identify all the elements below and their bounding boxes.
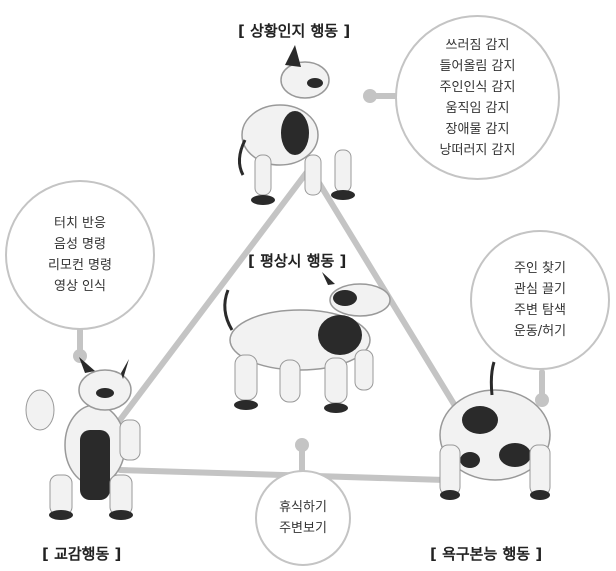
bubble-item: 주변 탐색 xyxy=(514,303,566,318)
triangle-left-edge xyxy=(117,165,313,423)
situation-pin-dot xyxy=(363,89,377,103)
bubble-empathy: 터치 반응 음성 명령 리모컨 명령 영상 인식 xyxy=(5,180,155,330)
robot-dog-sitting-icon xyxy=(238,45,355,205)
bubble-item: 들어올림 감지 xyxy=(439,58,516,74)
bubble-item: 휴식하기 xyxy=(279,500,327,515)
rest-pin-dot xyxy=(295,438,309,452)
bubble-item: 장애물 감지 xyxy=(445,121,510,137)
bubble-item: 음성 명령 xyxy=(54,237,106,252)
bubble-desire: 주인 찾기 관심 끌기 주변 탐색 운동/허기 xyxy=(470,230,610,370)
robot-dog-waving-icon xyxy=(25,357,141,520)
bubble-item: 주인인식 감지 xyxy=(439,79,516,95)
robot-dog-lying-icon xyxy=(439,361,551,500)
bubble-item: 주변보기 xyxy=(279,521,327,536)
bubble-situation: 쓰러짐 감지 들어올림 감지 주인인식 감지 움직임 감지 장애물 감지 낭떠러… xyxy=(395,15,560,180)
bubble-item: 리모컨 명령 xyxy=(48,258,112,273)
bubble-item: 터치 반응 xyxy=(54,216,106,231)
bubble-item: 낭떠러지 감지 xyxy=(439,142,516,158)
title-situation: [ 상황인지 행동 ] xyxy=(238,22,351,40)
title-empathy: [ 교감행동 ] xyxy=(42,545,122,563)
bubble-item: 영상 인식 xyxy=(54,279,106,294)
title-desire: [ 욕구본능 행동 ] xyxy=(430,545,543,563)
bubble-item: 쓰러짐 감지 xyxy=(445,37,510,53)
desire-pin-dot xyxy=(535,393,549,407)
robot-dog-walking-icon xyxy=(223,272,391,413)
bubble-rest: 휴식하기 주변보기 xyxy=(255,470,351,566)
empathy-pin-dot xyxy=(73,349,87,363)
bubble-item: 운동/허기 xyxy=(513,324,567,339)
bubble-item: 관심 끌기 xyxy=(514,282,566,297)
bubble-item: 움직임 감지 xyxy=(445,100,510,116)
title-normal: [ 평상시 행동 ] xyxy=(248,252,347,270)
bubble-item: 주인 찾기 xyxy=(514,261,566,276)
